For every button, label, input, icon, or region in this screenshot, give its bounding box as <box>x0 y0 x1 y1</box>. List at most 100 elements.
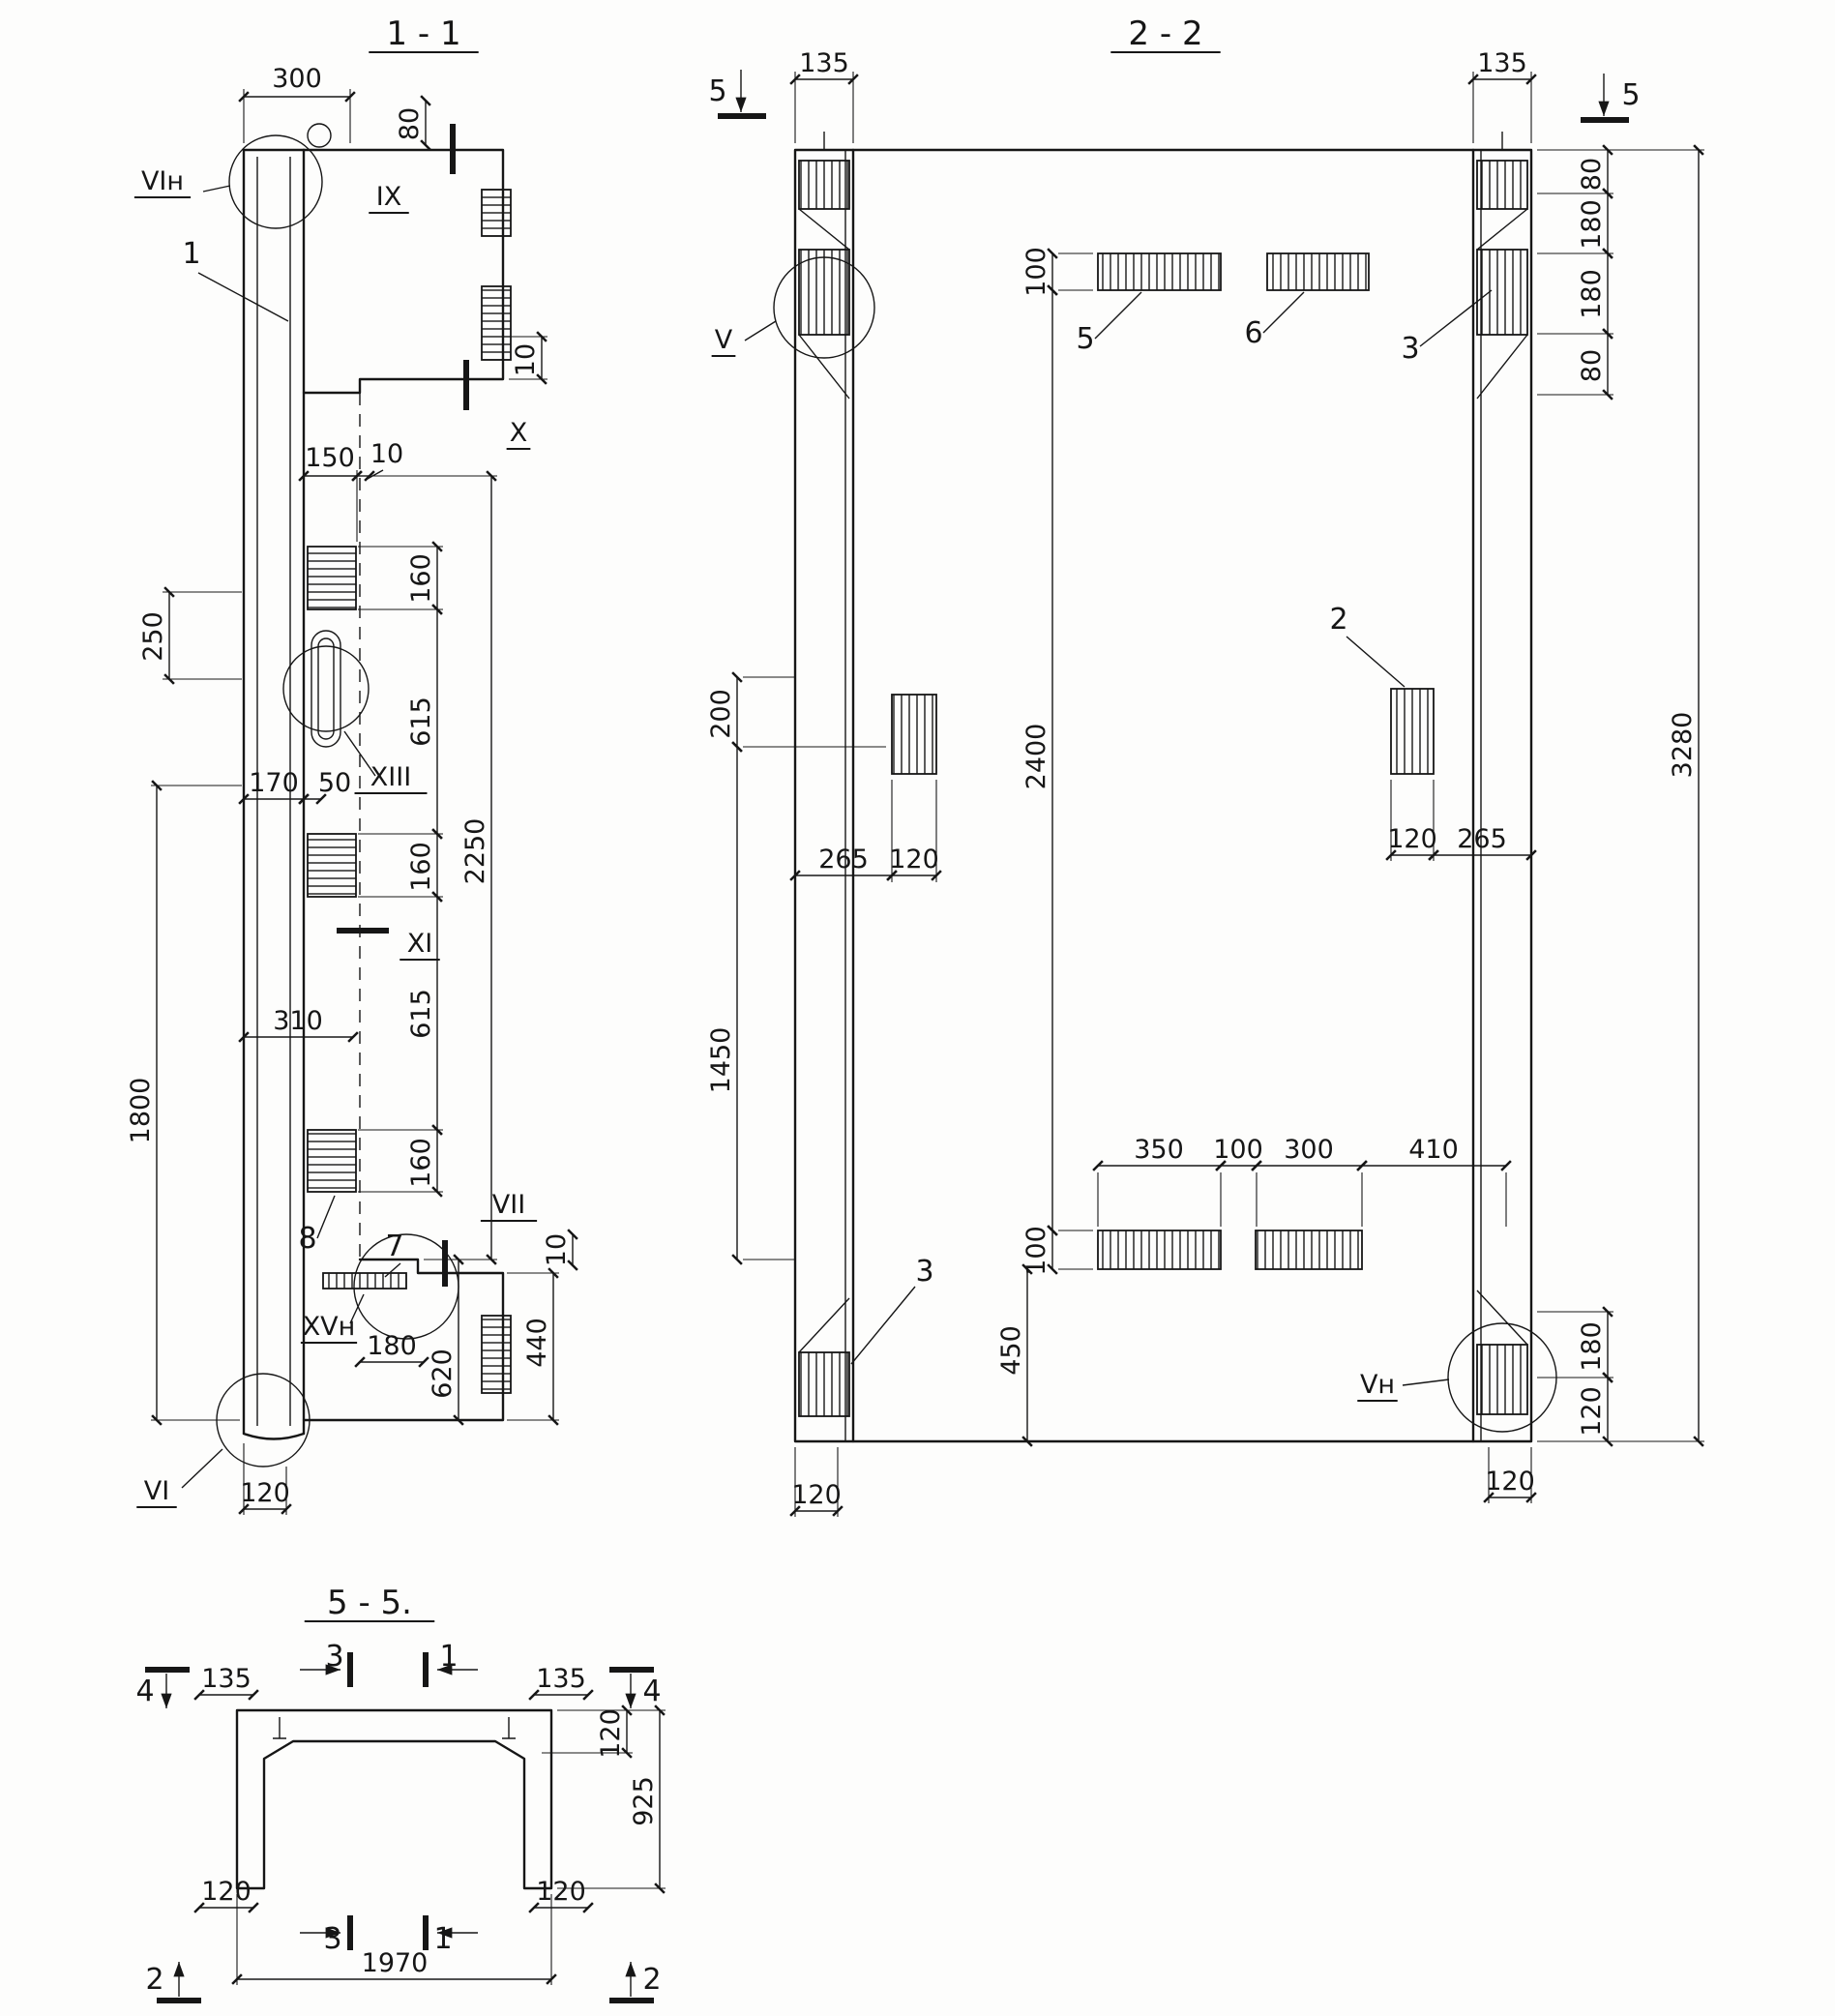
dim: 120 <box>1485 1467 1535 1497</box>
dim: 120 <box>596 1708 626 1759</box>
dim: 1450 <box>706 1027 736 1094</box>
dim: 100 <box>1021 1226 1051 1276</box>
view-label: XI <box>407 929 432 959</box>
dim: 180 <box>1577 199 1607 250</box>
title-section-1-1: 1 - 1 <box>386 15 460 53</box>
anchor-mark <box>502 1717 516 1739</box>
dim: 925 <box>629 1776 659 1826</box>
flange-hatch <box>1476 249 1528 336</box>
view-label: IX <box>376 182 401 212</box>
dim: 1970 <box>362 1948 429 1978</box>
dim: 180 <box>1577 1321 1607 1372</box>
slot-opening <box>311 630 341 748</box>
dim: 80 <box>1577 158 1607 191</box>
section-2-2-leaders <box>744 289 1493 1386</box>
embed-plate-2 <box>1390 688 1435 775</box>
dim: 150 <box>305 443 355 473</box>
view-label: X <box>510 418 528 448</box>
dim: 135 <box>1477 48 1527 78</box>
dim: 135 <box>201 1664 252 1694</box>
embed-plate <box>1097 1230 1222 1270</box>
embed-plate <box>481 1315 512 1394</box>
dim: 300 <box>1284 1135 1334 1165</box>
cut-label: 5 <box>1621 78 1640 112</box>
section-1-1-detail-circles <box>216 134 459 1468</box>
flange-hatch <box>798 1351 850 1417</box>
title-section-2-2: 2 - 2 <box>1128 15 1202 53</box>
dim: 100 <box>1213 1135 1263 1165</box>
dim: 80 <box>395 107 425 140</box>
dim: 410 <box>1408 1135 1459 1165</box>
dim: 135 <box>536 1664 586 1694</box>
section-1-1-dimension-lines <box>151 89 578 1515</box>
section-1-1-cut-ticks <box>337 124 469 1287</box>
flange-hatch <box>798 160 850 210</box>
embed-plate <box>891 694 937 775</box>
section-5-5-cut-markers <box>145 1652 654 2003</box>
dim: 620 <box>428 1349 458 1399</box>
dim: 120 <box>240 1478 290 1508</box>
dim: 10 <box>511 343 541 376</box>
dim: 180 <box>1577 269 1607 319</box>
dim: 2250 <box>460 818 490 885</box>
view-label: Vн <box>1360 1370 1395 1400</box>
embed-plate-6 <box>1266 252 1370 291</box>
view-label: V <box>715 325 733 355</box>
dim: 170 <box>249 768 299 798</box>
section-5-5-dimension-lines <box>193 1689 666 1985</box>
dim: 160 <box>406 842 436 892</box>
section-2-2-cut-markers <box>718 70 1629 123</box>
callout: 5 <box>1076 322 1094 356</box>
dim: 120 <box>1577 1386 1607 1437</box>
callout: 7 <box>385 1230 403 1263</box>
detail-circle-VIn <box>228 134 323 229</box>
cut-label: 2 <box>642 1963 661 1997</box>
callout: 3 <box>915 1255 933 1289</box>
flange-hatch <box>1476 160 1528 210</box>
cut-label: 4 <box>135 1675 154 1708</box>
cut-label: 3 <box>323 1922 341 1956</box>
dim: 160 <box>406 1138 436 1188</box>
dim: 80 <box>1577 349 1607 382</box>
embed-plate <box>307 1129 357 1193</box>
detail-circle-XIII <box>282 645 370 732</box>
callout: 1 <box>182 237 200 271</box>
dim: 120 <box>889 845 939 875</box>
dim: 200 <box>706 689 736 739</box>
embed-plate <box>1255 1230 1363 1270</box>
dim: 120 <box>1387 824 1437 854</box>
section-1-1-embedded-parts <box>307 189 512 1394</box>
view-label: VII <box>492 1190 525 1220</box>
dim: 440 <box>522 1318 552 1368</box>
dim: 265 <box>818 845 869 875</box>
cut-label: 1 <box>439 1640 458 1674</box>
dim: 100 <box>1021 247 1051 297</box>
dim: 10 <box>542 1233 572 1266</box>
anchor-mark <box>273 1717 286 1739</box>
embed-plate-7 <box>322 1272 407 1290</box>
dim: 350 <box>1134 1135 1184 1165</box>
dim: 3280 <box>1668 712 1698 779</box>
callout: 8 <box>298 1222 316 1256</box>
embed-plate <box>481 189 512 237</box>
dim: 160 <box>406 553 436 604</box>
view-label: VIн <box>141 166 184 196</box>
view-label: XIII <box>370 762 411 792</box>
section-2-2-embedded-parts <box>798 160 1528 1417</box>
embed-plate-5 <box>1097 252 1222 291</box>
dim: 450 <box>996 1325 1026 1376</box>
dim: 310 <box>273 1006 323 1036</box>
lifting-hook <box>307 123 332 148</box>
dim: 615 <box>406 989 436 1039</box>
embed-plate <box>307 833 357 898</box>
view-label: VI <box>144 1476 169 1506</box>
dim: 265 <box>1457 824 1507 854</box>
dim: 120 <box>201 1877 252 1907</box>
title-section-5-5: 5 - 5. <box>327 1584 412 1622</box>
cut-label: 4 <box>642 1675 661 1708</box>
embed-plate <box>307 546 357 610</box>
dim: 615 <box>406 697 436 747</box>
cut-label: 3 <box>325 1640 343 1674</box>
